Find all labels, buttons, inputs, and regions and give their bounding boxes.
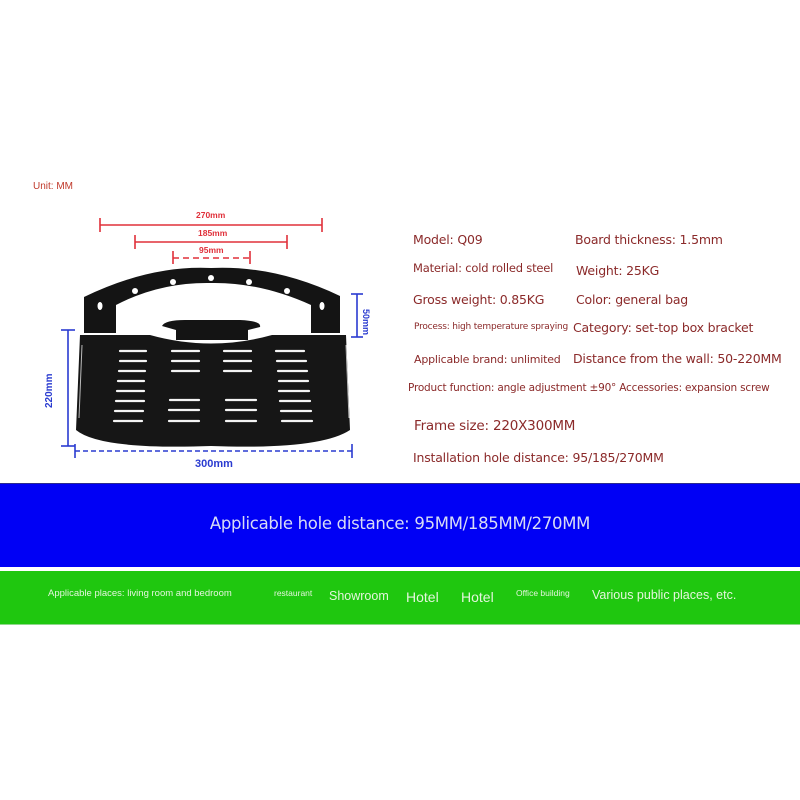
unit-label: Unit: MM — [33, 181, 73, 192]
bracket-arch — [84, 267, 340, 333]
place-public-places: Various public places, etc. — [592, 588, 737, 602]
spec-model: Model: Q09 — [413, 232, 483, 247]
mounting-holes — [97, 275, 325, 310]
place-restaurant: restaurant — [274, 588, 313, 598]
spec-frame-size: Frame size: 220X300MM — [414, 418, 576, 434]
spec-weight: Weight: 25KG — [576, 263, 660, 278]
bracket-handle — [162, 320, 261, 340]
spec-gross-weight: Gross weight: 0.85KG — [413, 292, 545, 307]
dim-220-label: 220mm — [44, 373, 55, 408]
spec-category: Category: set-top box bracket — [573, 320, 754, 335]
shelf-tray — [76, 335, 350, 447]
spec-board-thickness: Board thickness: 1.5mm — [575, 232, 723, 247]
dim-95-label: 95mm — [199, 245, 224, 255]
place-hotel-2: Hotel — [461, 589, 494, 605]
dim-270-label: 270mm — [196, 210, 226, 220]
spec-function-accessories: Product function: angle adjustment ±90° … — [408, 382, 770, 394]
spec-brand: Applicable brand: unlimited — [414, 353, 561, 366]
place-showroom: Showroom — [329, 589, 389, 603]
bracket-diagram — [61, 218, 363, 458]
hole-distance-banner-text: Applicable hole distance: 95MM/185MM/270… — [209, 514, 591, 533]
spec-process: Process: high temperature spraying — [414, 322, 569, 332]
spec-material: Material: cold rolled steel — [413, 261, 554, 275]
hole-distance-banner: Applicable hole distance: 95MM/185MM/270… — [0, 483, 800, 567]
place-office-building: Office building — [516, 588, 570, 598]
spec-color: Color: general bag — [576, 292, 689, 307]
dim-300-label: 300mm — [195, 458, 233, 470]
dim-185-label: 185mm — [198, 228, 228, 238]
ventilation-slots — [112, 349, 314, 423]
spec-install-hole-distance: Installation hole distance: 95/185/270MM — [413, 450, 664, 465]
applicable-places-banner: Applicable places: living room and bedro… — [0, 571, 800, 625]
dim-50-label: 50mm — [361, 309, 371, 336]
frame-dimension-lines — [61, 293, 363, 458]
place-living-bedroom: Applicable places: living room and bedro… — [48, 588, 232, 599]
place-hotel-1: Hotel — [406, 589, 439, 605]
hole-distance-lines — [99, 218, 323, 264]
spec-distance-wall: Distance from the wall: 50-220MM — [573, 351, 782, 366]
